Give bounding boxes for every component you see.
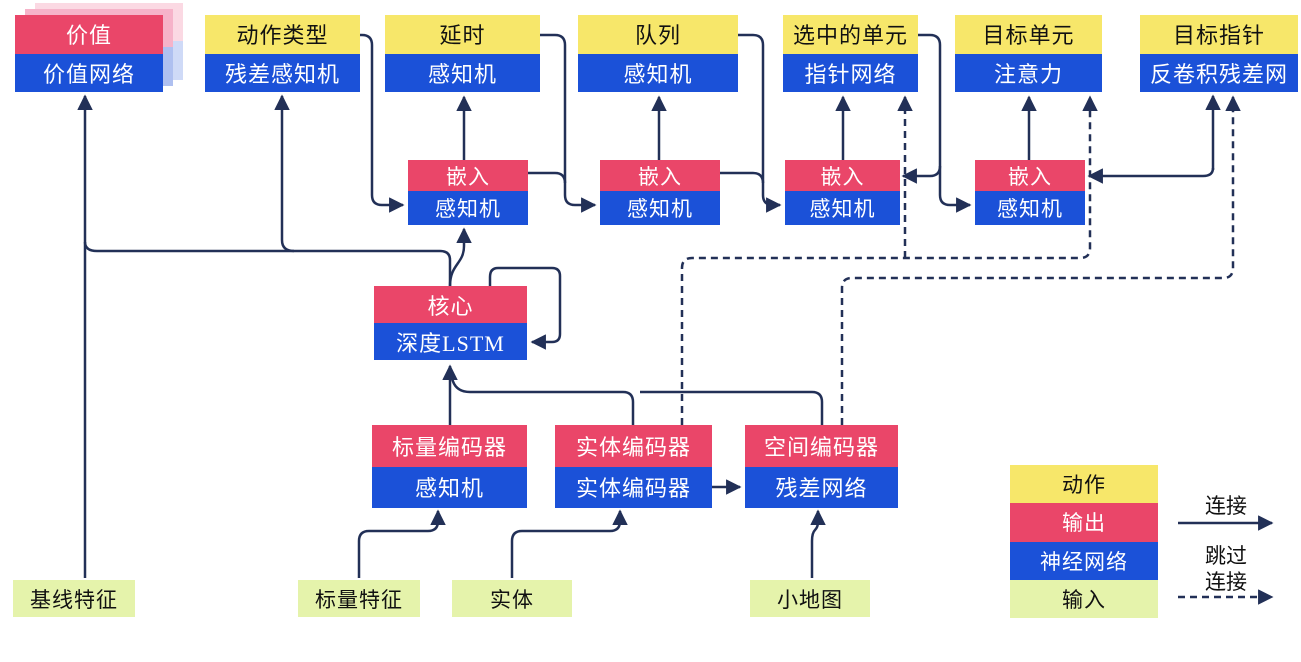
edge-entities-to-enc: [510, 509, 628, 578]
edge-core-to-embed1: [448, 227, 472, 287]
head-selected-units: 选中的单元 指针网络: [783, 15, 918, 92]
minimap-label: 小地图: [750, 580, 870, 617]
edge-scalarfeat-to-enc: [357, 509, 446, 578]
edge-spatialenc-to-core: [640, 390, 824, 425]
embed-2-perceptron-label: 感知机: [600, 191, 720, 225]
head-action-type: 动作类型 残差感知机: [205, 15, 360, 92]
head-queue: 队列 感知机: [578, 15, 738, 92]
deconv-resnet-label: 反卷积残差网: [1140, 53, 1298, 92]
core-node: 核心 深度LSTM: [374, 286, 527, 360]
embed-1-perceptron-label: 感知机: [408, 191, 528, 225]
selected-units-label: 选中的单元: [783, 15, 918, 54]
embed-4-perceptron-label: 感知机: [975, 191, 1085, 225]
skip-spatial-to-deconv: [840, 95, 1241, 425]
legend-skip-label-line1: 跳过: [1205, 544, 1247, 568]
scalar-encoder: 标量编码器 感知机: [372, 425, 527, 508]
edge-core-left: [83, 241, 452, 286]
edge-minimap-to-enc: [810, 509, 826, 578]
edge-entityenc-to-core: [450, 377, 635, 425]
entities-label: 实体: [452, 580, 572, 617]
spatial-encoder-label: 空间编码器: [745, 425, 898, 467]
pointer-network-label: 指针网络: [783, 53, 918, 92]
entity-encoder-label: 实体编码器: [555, 425, 712, 467]
edge-hook-to-embed4-right: [1087, 167, 1215, 184]
embed-1: 嵌入 感知机: [408, 160, 528, 225]
edge-embed2-out: [720, 171, 765, 184]
entity-encoder-net-label: 实体编码器: [555, 466, 712, 508]
legend-action-label: 动作: [1010, 465, 1158, 504]
target-pointer-label: 目标指针: [1140, 15, 1298, 54]
head-delay: 延时 感知机: [385, 15, 540, 92]
residual-network-label: 残差网络: [745, 466, 898, 508]
edge-actiontype-to-embed1: [360, 33, 405, 213]
skip-connections: [680, 95, 1274, 605]
embed-4: 嵌入 感知机: [975, 160, 1085, 225]
core-label: 核心: [374, 286, 527, 323]
embed-3-label: 嵌入: [785, 160, 900, 191]
legend-input-label: 输入: [1010, 579, 1158, 618]
value-network-label: 价值网络: [15, 53, 163, 92]
edge-branch-to-embed3-right: [901, 165, 942, 184]
skip-entity-horizontal: [680, 95, 1098, 425]
attention-label: 注意力: [955, 53, 1102, 92]
embed-4-label: 嵌入: [975, 160, 1085, 191]
edge-delay-to-embed2: [540, 33, 597, 213]
target-unit-label: 目标单元: [955, 15, 1102, 54]
embed-1-label: 嵌入: [408, 160, 528, 191]
edge-embed1-out: [528, 171, 567, 184]
edge-queue-to-embed3: [738, 33, 782, 213]
embed-3: 嵌入 感知机: [785, 160, 900, 225]
legend-network-label: 神经网络: [1010, 541, 1158, 580]
delay-perceptron-label: 感知机: [385, 53, 540, 92]
solid-connections: [77, 33, 1274, 578]
legend-skip-label-line2: 连接: [1205, 570, 1247, 594]
edge-selectedunits-to-embed4: [918, 33, 972, 213]
scalar-encoder-label: 标量编码器: [372, 425, 527, 467]
edge-lstm-selfloop: [488, 266, 562, 350]
head-target-pointer: 目标指针 反卷积残差网: [1140, 15, 1298, 92]
legend-output-label: 输出: [1010, 503, 1158, 542]
value-output-label: 价值: [15, 15, 163, 54]
scalar-encoder-net-label: 感知机: [372, 466, 527, 508]
queue-perceptron-label: 感知机: [578, 53, 738, 92]
delay-label: 延时: [385, 15, 540, 54]
scalar-features-label: 标量特征: [298, 580, 420, 617]
baseline-features-label: 基线特征: [13, 580, 135, 617]
input-minimap: 小地图: [750, 580, 870, 617]
action-type-label: 动作类型: [205, 15, 360, 54]
entity-encoder: 实体编码器 实体编码器: [555, 425, 712, 508]
input-entities: 实体: [452, 580, 572, 617]
legend-color-key: 动作 输出 神经网络 输入: [1010, 465, 1158, 618]
input-baseline-features: 基线特征: [13, 580, 135, 617]
edge-core-to-actiontype: [274, 94, 295, 253]
embed-2: 嵌入 感知机: [600, 160, 720, 225]
residual-perceptron-label: 残差感知机: [205, 53, 360, 92]
input-scalar-features: 标量特征: [298, 580, 420, 617]
deep-lstm-label: 深度LSTM: [374, 323, 527, 360]
spatial-encoder: 空间编码器 残差网络: [745, 425, 898, 508]
queue-label: 队列: [578, 15, 738, 54]
head-value: 价值 价值网络: [15, 15, 163, 92]
embed-2-label: 嵌入: [600, 160, 720, 191]
embed-3-perceptron-label: 感知机: [785, 191, 900, 225]
head-target-unit: 目标单元 注意力: [955, 15, 1102, 92]
legend-connection-label: 连接: [1205, 494, 1247, 518]
